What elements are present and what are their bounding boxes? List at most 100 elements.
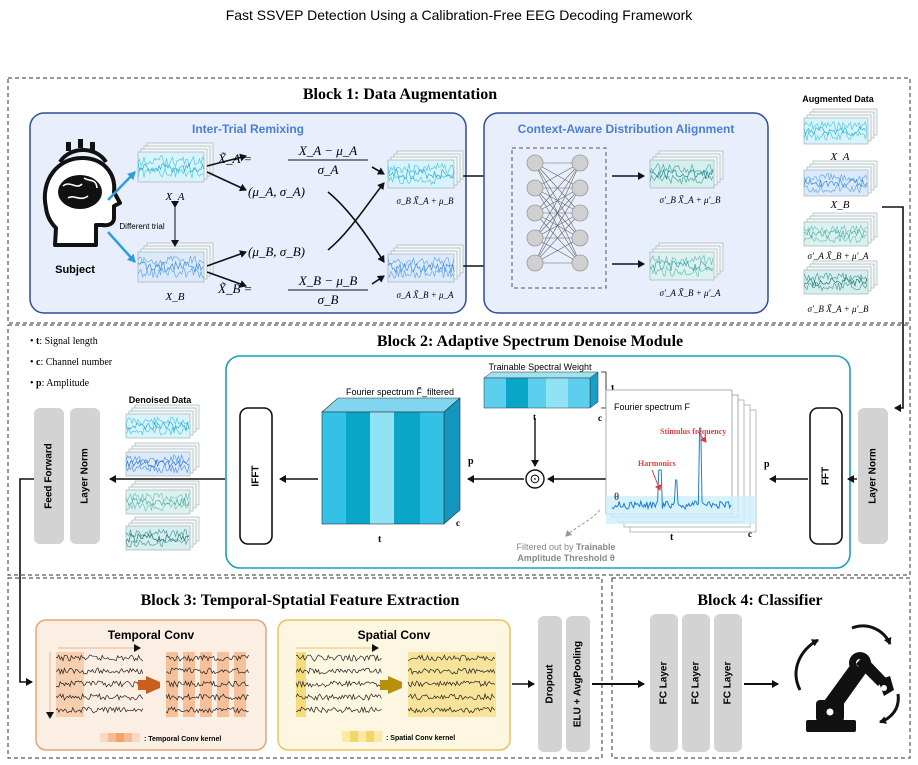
stimulus-label: Stimulus frequency [660, 427, 726, 436]
cada-box [483, 112, 769, 314]
elu-avgpool-block [566, 616, 590, 752]
theta-label: θ [614, 492, 619, 503]
stats-a: (μ_A, σ_A) [248, 184, 305, 199]
stats-b: (μ_B, σ_B) [248, 244, 305, 259]
temporal-output-traces [165, 652, 249, 717]
block4-frame [611, 577, 911, 759]
weight-axis-t: t [533, 412, 536, 422]
spatial-input-traces [295, 652, 382, 717]
filtered-spectrum-cube [321, 397, 461, 525]
label-xa: X_A [165, 191, 185, 203]
threshold-pointer [565, 509, 601, 537]
eeg-aligned-top [649, 150, 724, 189]
xb-to-stats-arrow [206, 250, 247, 267]
temporal-input-traces [55, 652, 144, 717]
block4-title: Block 4: Classifier [697, 592, 822, 609]
fc-layer-3 [714, 614, 742, 752]
figure-title: Fast SSVEP Detection Using a Calibration… [226, 7, 694, 23]
inter-trial-title: Inter-Trial Remixing [192, 122, 304, 136]
xb-to-eq-arrow [206, 271, 247, 288]
robot-arm-icon [794, 624, 900, 732]
eeg-denoised-3 [125, 480, 200, 515]
multiply-symbol: ⊙ [530, 471, 541, 486]
aug-label-2: X_B [830, 199, 850, 211]
aug-label-3: σ′_A X̃_B + μ′_A [807, 251, 869, 261]
cube-axis-p: p [468, 456, 474, 467]
block1-title: Block 1: Data Augmentation [303, 86, 497, 103]
ifft-block [239, 407, 273, 545]
spatial-output-traces [407, 652, 496, 717]
spatial-transform-arrow [380, 676, 402, 694]
spectrum-axis-t: t [670, 532, 674, 543]
eeg-denoised-1 [125, 404, 200, 439]
temporal-kernel-swatch [100, 733, 140, 742]
eeg-denoised-2 [125, 442, 200, 477]
dimension-legend: • t: Signal length • c: Channel number •… [30, 336, 113, 389]
block2-title: Block 2: Adaptive Spectrum Denoise Modul… [377, 333, 683, 350]
multiply-operator [525, 469, 545, 489]
eq-b-lhs: X̃_B = [217, 281, 252, 296]
alignment-neural-network [526, 154, 589, 272]
feed-forward-block [34, 408, 64, 544]
eq-a-num: X_A − μ_A [298, 143, 357, 158]
legend-p: • p: Amplitude [30, 378, 90, 389]
filtered-spectrum-label: Fourier spectrum F̃_filtered [346, 387, 454, 397]
statsa-cross-arrow [327, 191, 385, 263]
spectrum-axis-p: p [764, 459, 770, 470]
harmonics-pointer [651, 469, 662, 491]
cube-axis-c: c [456, 518, 460, 528]
layer-norm-left-label: Layer Norm [80, 448, 91, 504]
fc-layer-2 [682, 614, 710, 752]
fc-layer-1-label: FC Layer [659, 661, 670, 704]
eq-b-den: σ_B [318, 292, 339, 307]
block3-frame [7, 577, 603, 759]
stimulus-pointer [697, 431, 707, 443]
block2-frame [7, 324, 911, 576]
remix-top-label: σ_B X̃_A + μ_B [396, 196, 454, 206]
temporal-kernel-label: : Temporal Conv kernel [144, 736, 221, 743]
fft-label: FFT [821, 467, 832, 485]
legend-c: • c: Channel number [30, 357, 113, 368]
block3-title: Block 3: Temporal-Sptatial Feature Extra… [141, 592, 460, 609]
aug-label-4: σ′_B X̃_A + μ′_B [807, 304, 869, 314]
xa-to-stats-arrow [206, 171, 247, 192]
filter-note-line2: Amplitude Threshold θ [517, 553, 615, 563]
xa-to-eq-arrow [206, 153, 247, 167]
eeg-aug-3 [803, 212, 878, 247]
block1-frame [7, 77, 911, 324]
denoised-title: Denoised Data [129, 395, 193, 405]
spatial-kernel-swatch [342, 731, 382, 742]
spatial-conv-title: Spatial Conv [358, 628, 431, 642]
subject-to-xb-arrow [107, 231, 136, 263]
fc-layer-2-label: FC Layer [691, 661, 702, 704]
fourier-spectrum-label: Fourier spectrum F [614, 402, 691, 412]
eeg-aligned-bottom [649, 242, 724, 281]
subject-label: Subject [55, 264, 95, 276]
subject-head-icon [42, 139, 122, 247]
filter-note-line1: Filtered out by Trainable [516, 542, 615, 552]
eqa-to-remix-arrow [371, 166, 385, 175]
label-xb: X_B [165, 291, 185, 303]
eeg-xa [137, 142, 214, 183]
temporal-transform-arrow [138, 676, 160, 694]
dropout-label: Dropout [545, 664, 556, 704]
aligned-bottom-label: σ′_A X̃_B + μ′_A [659, 288, 721, 298]
legend-t: • t: Signal length [30, 336, 98, 347]
aligned-top-label: σ′_B X̃_A + μ′_B [659, 195, 721, 205]
eeg-aug-2 [803, 160, 878, 197]
eeg-aug-1 [803, 108, 878, 145]
subject-to-xa-arrow [107, 171, 136, 201]
aug-label-1: X_A [830, 151, 850, 163]
trainable-weight-bar [483, 371, 599, 409]
statsb-cross-arrow [327, 182, 385, 251]
eeg-denoised-4 [125, 516, 200, 551]
augmented-to-block2-arrow [882, 206, 904, 412]
eqb-to-remix-arrow [371, 275, 385, 285]
block2-to-block3-arrow [19, 478, 34, 686]
eeg-xb [137, 242, 214, 283]
elu-avgpool-label: ELU + AvgPooling [573, 641, 584, 727]
layer-norm-right-block [858, 408, 888, 544]
eeg-remix-bottom [387, 244, 464, 283]
feed-forward-label: Feed Forward [44, 443, 55, 509]
different-trial-label: Different trial [119, 222, 164, 231]
